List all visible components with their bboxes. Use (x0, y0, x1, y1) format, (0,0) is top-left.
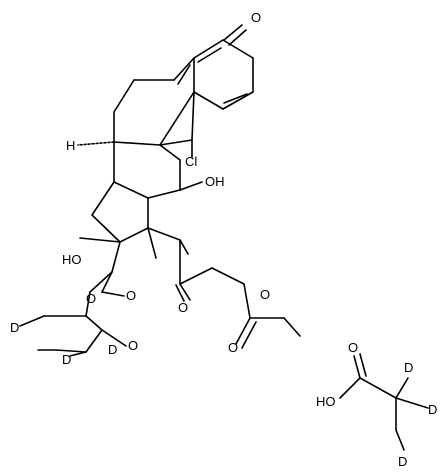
side-ketone-oxygen-label: O (178, 300, 188, 315)
deuterium-mid-label: D (108, 342, 117, 357)
c17-ester (19, 241, 127, 357)
hydroxyl-c17-label: HO (62, 252, 82, 267)
acid-hydroxyl-label: HO (316, 394, 336, 409)
acid-oxygen-label: O (348, 340, 358, 355)
ring-c (77, 141, 181, 199)
acyl-oxygen-left-label: O (86, 291, 96, 306)
ester-oxygen-left-label: O (126, 288, 136, 303)
chlorine-label: Cl (185, 154, 197, 169)
hydrogen-c8-label: H (66, 138, 75, 153)
carbonyl-oxygen-left-label: O (128, 338, 138, 353)
ring-b (113, 57, 195, 146)
hydroxyl-c11-label: OH (205, 174, 225, 189)
acid-fragment (339, 353, 429, 451)
ring-a (193, 24, 254, 110)
carbonyl-oxygen-right-label: O (228, 340, 238, 355)
acyl-oxygen-right-label: O (260, 287, 270, 302)
acid-deuterium2-label: D (428, 402, 437, 417)
acid-deuterium3-label: D (398, 454, 407, 469)
acid-deuterium1-label: D (404, 360, 413, 375)
deuterium-mid2-label: D (62, 352, 71, 367)
ketone-oxygen-label: O (251, 10, 261, 25)
deuterium-left-label: D (10, 320, 19, 335)
ring-d (79, 181, 157, 259)
substituents (147, 139, 301, 349)
